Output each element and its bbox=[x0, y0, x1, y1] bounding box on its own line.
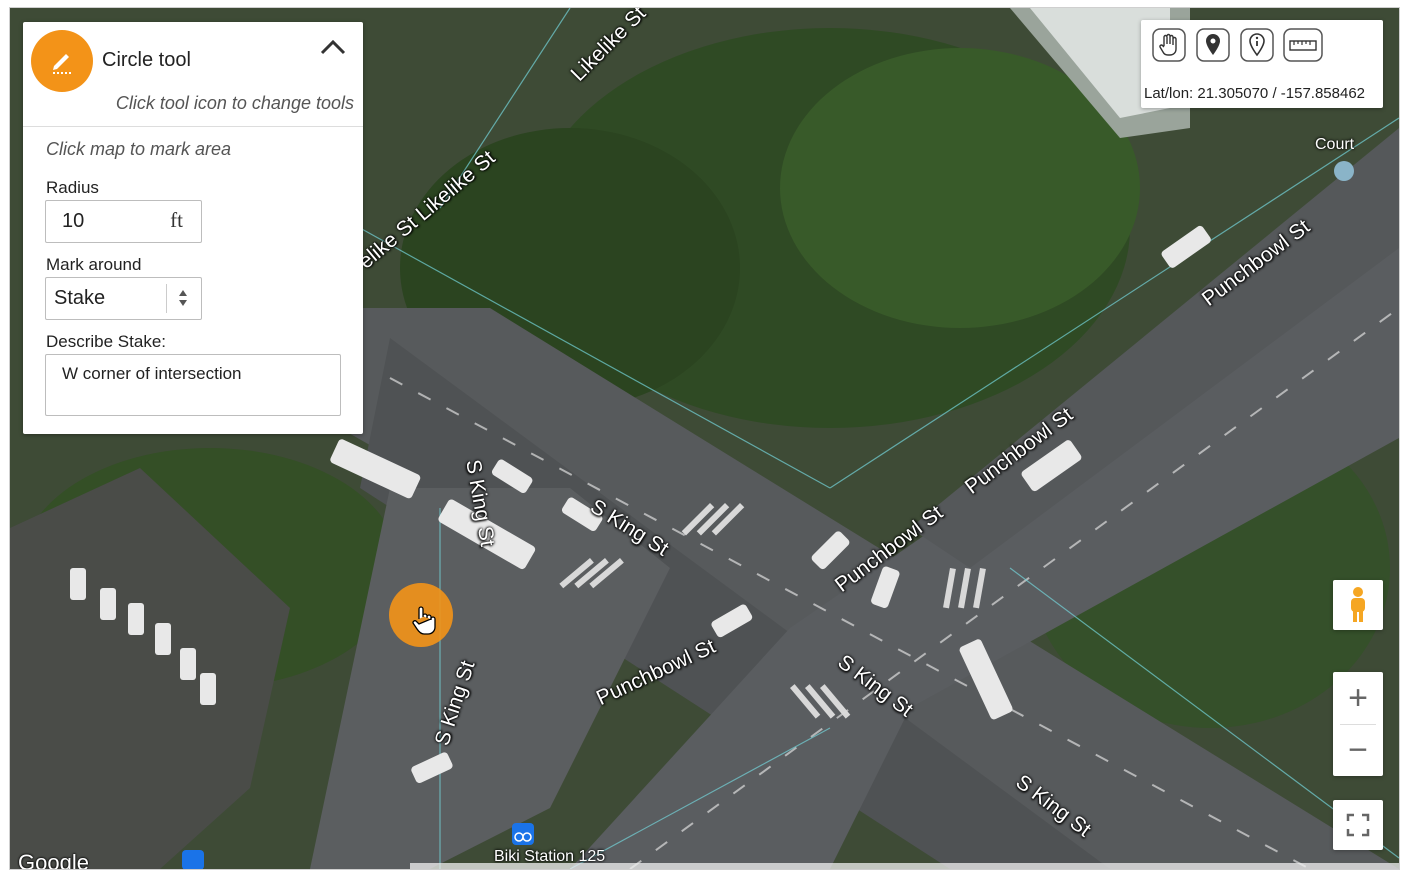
bus-stop-icon[interactable] bbox=[182, 850, 204, 869]
radius-input[interactable] bbox=[62, 210, 152, 233]
pan-hand-icon bbox=[1152, 28, 1186, 62]
map-pin-icon bbox=[1196, 28, 1230, 62]
info-pin-icon bbox=[1240, 28, 1274, 62]
poi-label-biki: Biki Station 125 bbox=[494, 848, 606, 865]
fullscreen-icon bbox=[1346, 813, 1370, 837]
biki-station-icon[interactable] bbox=[512, 823, 534, 845]
fullscreen-button[interactable] bbox=[1333, 800, 1383, 850]
zoom-control: + − bbox=[1333, 672, 1383, 776]
mark-around-label: Mark around bbox=[46, 255, 142, 274]
describe-input[interactable] bbox=[62, 364, 332, 384]
hand-cursor-icon bbox=[412, 606, 436, 635]
google-logo: Google bbox=[18, 850, 89, 870]
ruler-icon bbox=[1283, 28, 1323, 62]
attribution-bar[interactable] bbox=[410, 863, 1399, 869]
select-updown-icon bbox=[179, 290, 187, 306]
circle-tool-panel: Circle tool Click tool icon to change to… bbox=[23, 22, 363, 434]
panel-divider bbox=[23, 126, 363, 127]
pan-tool-button[interactable] bbox=[1151, 27, 1187, 63]
mark-around-select[interactable]: Stake bbox=[45, 277, 202, 320]
radius-label: Radius bbox=[46, 178, 99, 197]
court-poi-icon[interactable] bbox=[1334, 161, 1354, 181]
pin-tool-button[interactable] bbox=[1195, 27, 1231, 63]
measure-tool-button[interactable] bbox=[1283, 27, 1323, 63]
tool-hint: Click tool icon to change tools bbox=[115, 93, 354, 113]
instruction-text: Click map to mark area bbox=[46, 139, 232, 159]
map-frame: Likelike St elike St Likelike St Court P… bbox=[9, 7, 1400, 870]
zoom-divider bbox=[1340, 723, 1376, 725]
map-toolbar: Lat/lon: 21.305070 / -157.858462 bbox=[1141, 20, 1383, 108]
tool-switch-button[interactable] bbox=[31, 30, 93, 92]
select-divider bbox=[166, 284, 167, 313]
info-tool-button[interactable] bbox=[1239, 27, 1275, 63]
zoom-out-button[interactable]: − bbox=[1348, 730, 1368, 769]
radius-field[interactable]: ft bbox=[45, 200, 202, 243]
mark-around-value: Stake bbox=[54, 287, 106, 309]
describe-label: Describe Stake: bbox=[46, 332, 166, 351]
pegman-icon bbox=[1351, 587, 1365, 622]
satellite-map[interactable] bbox=[10, 8, 1399, 869]
collapse-button[interactable] bbox=[319, 34, 347, 60]
street-view-pegman[interactable] bbox=[1333, 580, 1383, 630]
radius-unit: ft bbox=[170, 208, 183, 232]
panel-title: Circle tool bbox=[102, 49, 191, 71]
describe-field[interactable] bbox=[45, 354, 341, 416]
pencil-icon bbox=[53, 54, 71, 74]
latlon-readout: Lat/lon: 21.305070 / -157.858462 bbox=[1144, 85, 1366, 102]
poi-label-court: Court bbox=[1315, 136, 1355, 153]
chevron-up-icon bbox=[320, 39, 346, 55]
zoom-in-button[interactable]: + bbox=[1348, 678, 1368, 717]
